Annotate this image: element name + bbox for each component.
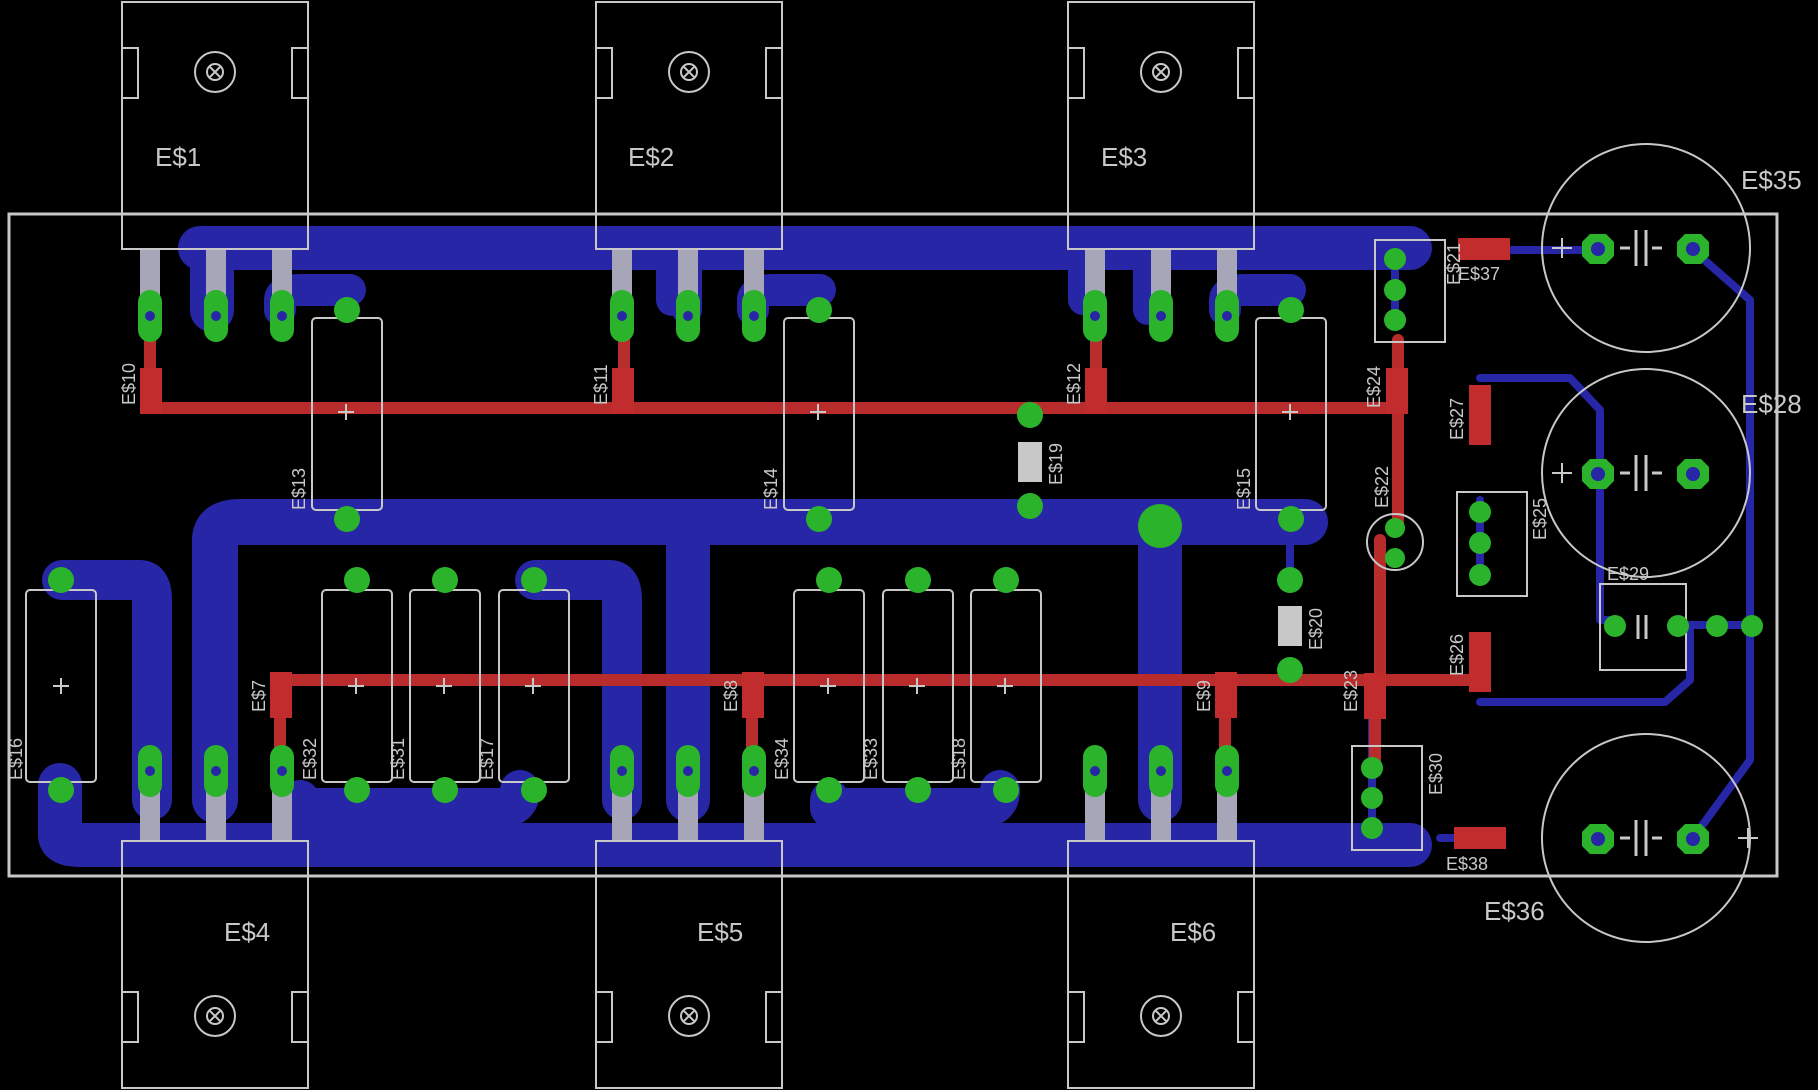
e7-smd (270, 672, 292, 718)
label-e8: E$8 (721, 680, 741, 712)
e1-outline (121, 1, 309, 250)
e19-body (1018, 442, 1042, 482)
smd-parts (140, 238, 1510, 849)
e26-smd (1469, 632, 1491, 692)
label-e28: E$28 (1741, 389, 1802, 419)
label-e29: E$29 (1607, 564, 1649, 584)
e27-smd (1469, 385, 1491, 445)
trace-left-u (42, 560, 172, 820)
e2-outline (595, 1, 783, 250)
e28-outline (1541, 368, 1751, 578)
label-e32: E$32 (300, 738, 320, 780)
e37-smd (1458, 238, 1510, 260)
label-e16: E$16 (6, 738, 26, 780)
via-icon (1138, 504, 1182, 548)
e12-smd (1085, 368, 1107, 414)
label-e5: E$5 (697, 917, 743, 947)
e4-outline (121, 840, 309, 1089)
label-e9: E$9 (1194, 680, 1214, 712)
component-labels: E$1 E$2 E$3 E$4 E$5 E$6 E$35 E$28 E$36 E… (6, 142, 1802, 947)
trace-bottom-bus (38, 763, 1432, 867)
label-e4: E$4 (224, 917, 270, 947)
label-e31: E$31 (388, 738, 408, 780)
e20-body (1278, 606, 1302, 646)
drill-holes (145, 242, 1700, 846)
label-e20: E$20 (1306, 608, 1326, 650)
e24-smd (1386, 368, 1408, 414)
label-e7: E$7 (249, 680, 269, 712)
e3-outline (1067, 1, 1255, 250)
label-e33: E$33 (861, 738, 881, 780)
label-e17: E$17 (477, 738, 497, 780)
label-e11: E$11 (591, 364, 611, 405)
label-e24: E$24 (1364, 366, 1384, 408)
e38-smd (1454, 827, 1506, 849)
board-outline (7, 212, 1779, 878)
label-e30: E$30 (1426, 753, 1446, 795)
e10-smd (140, 368, 162, 414)
mounting-hole-icon (194, 51, 1182, 1037)
label-e6: E$6 (1170, 917, 1216, 947)
e30-outline (1351, 745, 1423, 851)
label-e25: E$25 (1530, 498, 1550, 540)
label-e36: E$36 (1484, 896, 1545, 926)
trace-mid-bus (192, 499, 1328, 823)
label-e10: E$10 (119, 363, 139, 405)
plus-sign-icon (53, 238, 1758, 848)
label-e3: E$3 (1101, 142, 1147, 172)
label-e19: E$19 (1046, 443, 1066, 485)
e21-outline (1374, 239, 1446, 343)
e9-smd (1215, 672, 1237, 718)
label-e38: E$38 (1446, 854, 1488, 874)
e22-outline (1366, 513, 1424, 571)
label-e23: E$23 (1341, 670, 1361, 712)
label-e26: E$26 (1447, 634, 1467, 676)
e5-outline (595, 840, 783, 1089)
label-e35: E$35 (1741, 165, 1802, 195)
label-e2: E$2 (628, 142, 674, 172)
label-e22: E$22 (1372, 466, 1392, 508)
e25-outline (1456, 491, 1528, 597)
label-e14: E$14 (761, 468, 781, 510)
trace-bottom-u1 (280, 770, 540, 828)
e8-smd (742, 672, 764, 718)
e6-outline (1067, 840, 1255, 1089)
capacitor-symbols (1620, 230, 1662, 856)
label-e18: E$18 (949, 738, 969, 780)
label-e15: E$15 (1234, 468, 1254, 510)
e11-smd (612, 368, 634, 414)
label-e34: E$34 (772, 738, 792, 780)
label-e12: E$12 (1064, 363, 1084, 405)
e23-smd (1364, 673, 1386, 719)
label-e13: E$13 (289, 468, 309, 510)
label-e27: E$27 (1447, 398, 1467, 440)
trace-right-4 (1689, 246, 1754, 842)
label-e21: E$21 (1444, 243, 1464, 285)
e35-outline (1541, 143, 1751, 353)
label-e37: E$37 (1458, 264, 1500, 284)
transistor-outlines (121, 1, 1255, 1089)
trace-right-5 (1476, 374, 1619, 624)
label-e1: E$1 (155, 142, 201, 172)
trace-mid-u1 (515, 560, 642, 820)
